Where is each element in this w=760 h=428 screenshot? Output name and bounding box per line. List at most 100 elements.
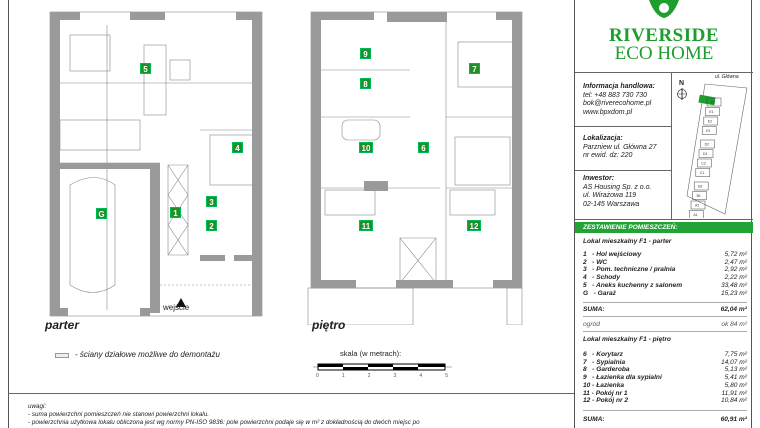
- room-area: 2,47 m²: [724, 258, 747, 266]
- room-label-7: 7: [469, 63, 480, 74]
- upper-floor-plan: [307, 11, 523, 325]
- room-area: 5,72 m²: [724, 251, 747, 258]
- room-area: 2,92 m²: [724, 266, 747, 274]
- section-title: Lokal mieszkalny F1 - piętro: [583, 336, 671, 343]
- site-unit: E2: [706, 97, 722, 107]
- location-line: Parzniew ul. Główna 27: [583, 143, 657, 151]
- location-info: Lokalizacja: Parzniew ul. Główna 27 nr e…: [583, 135, 657, 161]
- investor-line: ul. Wirażowa 119: [583, 192, 637, 199]
- logo-line2: ECO HOME: [614, 43, 714, 64]
- investor-info: Inwestor: AS Housing Sp. z o.o. ul. Wira…: [583, 175, 651, 209]
- unit-label: D1: [703, 152, 708, 156]
- room-label-g: G: [96, 208, 107, 219]
- scale-tick: 2: [367, 373, 371, 379]
- ground-section-title: Lokal mieszkalny F1 - parter: [583, 238, 747, 246]
- room-area: 15,23 m²: [720, 289, 747, 297]
- location-heading: Lokalizacja:: [583, 135, 623, 142]
- room-name: 10 - Łazienka: [583, 381, 625, 389]
- ground-sum-row: SUMA: 62,04 m²: [583, 306, 747, 314]
- info-panel: RIVERSIDE ECO HOME Informacja handlowa: …: [574, 0, 753, 428]
- scale-tick: 1: [341, 373, 345, 379]
- room-label-6: 6: [418, 142, 429, 153]
- street-label: ul. Główna: [715, 74, 739, 80]
- room-name: 3 - Pom. techniczne / pralnia: [583, 266, 676, 274]
- room-name: 9 - Łazienka dla sypialni: [583, 374, 662, 382]
- room-row: 8 - Garderoba 5,13 m²: [583, 366, 747, 374]
- unit-label: E2: [708, 120, 712, 124]
- room-label-3: 3: [206, 196, 217, 207]
- legend-text: - ściany działowe możliwe do demontażu: [75, 350, 220, 359]
- room-name: 8 - Garderoba: [583, 366, 630, 374]
- room-area: 11,91 m²: [721, 389, 747, 397]
- room-label-8: 8: [360, 78, 371, 89]
- site-unit: C2: [697, 158, 712, 168]
- sum-label: SUMA:: [583, 306, 605, 313]
- room-label-12: 12: [467, 220, 481, 231]
- unit-label: D2: [705, 143, 710, 147]
- scale-tick: 0: [316, 373, 319, 379]
- sum-value: 62,04 m²: [720, 306, 747, 313]
- ground-floor-plan: [49, 11, 263, 317]
- divider: [575, 72, 753, 73]
- divider: [671, 72, 672, 220]
- contact-email[interactable]: bok@riverecohome.pl: [583, 100, 652, 107]
- scale-label: skala (w metrach):: [340, 349, 402, 358]
- room-name: 5 - Aneks kuchenny z salonem: [583, 281, 683, 289]
- note-line: - suma powierzchni pomieszczeń nie stano…: [28, 411, 209, 418]
- room-label-4: 4: [232, 142, 243, 153]
- room-name: 7 - Sypialnia: [583, 358, 626, 366]
- divider: [583, 316, 747, 317]
- upper-floor-title: piętro: [312, 318, 346, 332]
- room-row: 9 - Łazienka dla sypialni 5,41 m²: [583, 374, 747, 382]
- room-area: 7,75 m²: [724, 351, 747, 358]
- site-unit: B2: [693, 181, 709, 191]
- car-icon: [69, 177, 116, 293]
- notes-title: uwagi:: [28, 403, 47, 410]
- site-unit: E2: [703, 116, 719, 126]
- location-line: nr ewid. dz: 220: [583, 152, 633, 159]
- divider: [575, 126, 671, 127]
- ground-floor-title: parter: [45, 318, 80, 332]
- garden-value: ok 84 m²: [721, 321, 747, 328]
- entrance-label: wejście: [163, 303, 190, 312]
- frame-border: [8, 0, 9, 428]
- room-label-9: 9: [360, 48, 371, 59]
- room-area: 14,07 m²: [720, 358, 747, 366]
- upper-sum-row: SUMA:60,91 m²: [583, 416, 747, 424]
- room-area: 5,41 m²: [724, 374, 747, 382]
- contact-website[interactable]: www.bpxdom.pl: [583, 108, 633, 116]
- notes-divider: [8, 393, 574, 394]
- site-unit: A1: [689, 210, 704, 218]
- site-unit: E1: [705, 107, 720, 116]
- upper-section-title: Lokal mieszkalny F1 - piętro: [583, 336, 747, 344]
- room-row: 7 - Sypialnia 14,07 m²: [583, 359, 747, 367]
- divider: [575, 170, 671, 171]
- logo-line1: RIVERSIDE: [608, 25, 720, 46]
- contact-info: Informacja handlowa: tel: +48 883 730 73…: [583, 83, 655, 117]
- north-label: N: [679, 80, 685, 87]
- unit-label: E2: [711, 101, 715, 105]
- room-name: 2 - WC: [583, 258, 608, 266]
- room-area: 5,13 m²: [724, 366, 747, 374]
- room-row: 3 - Pom. techniczne / pralnia 2,92 m²: [583, 266, 747, 274]
- site-unit: D2: [700, 139, 715, 149]
- site-unit: B1: [692, 191, 707, 200]
- scale-tick: 5: [445, 373, 448, 379]
- room-name: 6 - Korytarz: [583, 351, 623, 358]
- legend-swatch: [55, 353, 69, 358]
- entrance-arrow-icon: [176, 298, 186, 307]
- unit-label: A1: [693, 213, 697, 217]
- room-label-10: 10: [359, 142, 373, 153]
- investor-heading: Inwestor:: [583, 175, 615, 182]
- section-title: Lokal mieszkalny F1 - parter: [583, 238, 672, 245]
- divider: [575, 219, 753, 220]
- divider: [583, 410, 747, 411]
- room-area: 5,80 m²: [724, 381, 747, 389]
- notes: uwagi: - suma powierzchni pomieszczeń ni…: [28, 403, 420, 427]
